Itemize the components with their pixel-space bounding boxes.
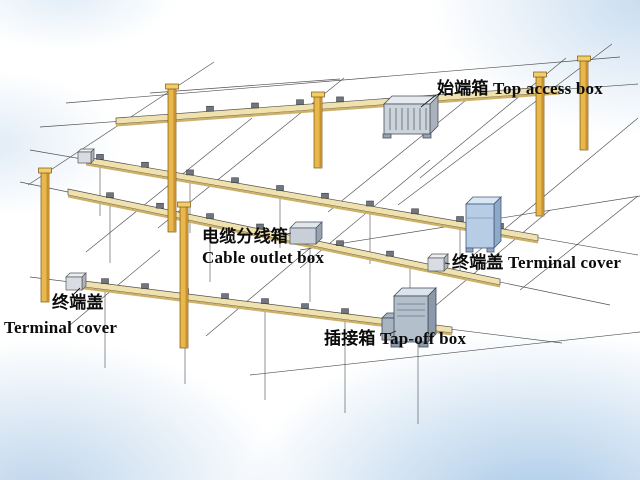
label-terminal-cover-right: 终端盖 Terminal cover <box>452 253 622 272</box>
column <box>177 201 191 349</box>
terminal-cover-cap-right <box>427 253 449 272</box>
top-access-box <box>382 95 439 139</box>
cable-outlet-box <box>289 221 323 245</box>
label-cable-outlet-box-zh: 电缆分线箱 <box>202 227 288 246</box>
tap-off-box <box>381 287 437 348</box>
terminal-cover-cap-back <box>77 148 95 164</box>
plug-in-box-blue <box>465 196 502 253</box>
label-cable-outlet-box-en: Cable outlet box <box>202 248 325 267</box>
column <box>311 91 325 169</box>
steel-columns <box>38 55 591 349</box>
busway-rails <box>67 85 561 336</box>
tap-connectors <box>96 96 504 314</box>
column <box>577 55 591 151</box>
label-top-access-box: 始端箱 Top access box <box>437 79 603 98</box>
terminal-cover-cap-left <box>65 272 87 291</box>
column <box>165 83 179 233</box>
column <box>533 71 547 217</box>
label-terminal-cover-left-zh: 终端盖 <box>52 293 104 312</box>
label-leader-lines <box>72 94 451 335</box>
label-tap-off-box: 插接箱 Tap-off box <box>324 329 467 348</box>
label-terminal-cover-left-en: Terminal cover <box>4 318 118 337</box>
column <box>38 167 52 303</box>
